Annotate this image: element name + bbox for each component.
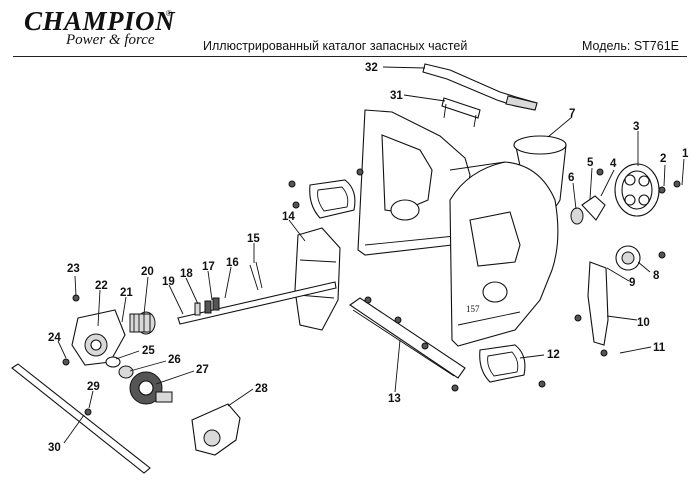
callout-29: 29 xyxy=(87,381,100,393)
callout-4: 4 xyxy=(610,158,617,170)
callout-11: 11 xyxy=(653,342,666,354)
callout-3: 3 xyxy=(633,121,639,133)
bolt-group xyxy=(62,168,681,416)
part-20-worm xyxy=(129,311,156,335)
page-header: CHAMPION ® Power & force Иллюстрированны… xyxy=(0,0,700,57)
callout-7: 7 xyxy=(569,108,575,120)
part-28-gearbox-cover xyxy=(191,403,241,456)
callout-21: 21 xyxy=(120,287,133,299)
callout-9: 9 xyxy=(629,277,635,289)
part-5-flange xyxy=(581,195,606,221)
part-3-pulley xyxy=(614,163,660,217)
callout-15: 15 xyxy=(247,233,260,245)
callout-25: 25 xyxy=(142,345,155,357)
header-divider xyxy=(13,56,687,57)
callout-10: 10 xyxy=(637,317,650,329)
part-13-scraper-bar xyxy=(349,297,466,379)
housing-mark: 157 xyxy=(466,304,480,314)
callout-31: 31 xyxy=(390,90,403,102)
callout-27: 27 xyxy=(196,364,209,376)
callout-32: 32 xyxy=(365,62,378,74)
part-housing-right-panel xyxy=(449,161,559,347)
part-27-worm-gear xyxy=(129,371,173,405)
callout-5: 5 xyxy=(587,157,594,169)
callout-17: 17 xyxy=(202,261,215,273)
brand-tagline: Power & force xyxy=(66,32,155,48)
brand-logo: CHAMPION xyxy=(24,6,176,36)
brand-registered-mark: ® xyxy=(166,9,172,18)
catalog-title: Иллюстрированный каталог запасных частей xyxy=(203,39,468,53)
part-25-washer xyxy=(105,356,121,368)
callout-22: 22 xyxy=(95,280,108,292)
callout-30: 30 xyxy=(48,442,61,454)
part-31-bracket xyxy=(441,97,481,128)
callout-19: 19 xyxy=(162,276,175,288)
callout-13: 13 xyxy=(388,393,401,405)
callout-8: 8 xyxy=(653,270,660,282)
callout-18: 18 xyxy=(180,268,193,280)
callout-14: 14 xyxy=(282,211,295,223)
callout-labels: 1 2 3 4 5 6 7 8 9 10 11 12 13 14 15 16 1… xyxy=(48,62,689,454)
callout-24: 24 xyxy=(48,332,61,344)
callout-26: 26 xyxy=(168,354,181,366)
part-32-shaft xyxy=(422,63,538,111)
callout-16: 16 xyxy=(226,257,239,269)
callout-23: 23 xyxy=(67,263,80,275)
part-skid-shoe-left xyxy=(309,179,356,219)
callout-20: 20 xyxy=(141,266,154,278)
part-housing-left-panel xyxy=(357,109,471,256)
part-12-skid-shoe xyxy=(479,344,526,383)
part-8-idler-pulley xyxy=(615,245,641,271)
part-26-bearing xyxy=(118,365,134,379)
callout-28: 28 xyxy=(255,383,268,395)
part-auger-shaft xyxy=(177,261,337,325)
part-10-idler-bracket xyxy=(587,261,609,346)
callout-2: 2 xyxy=(660,153,666,165)
model-label: Модель: ST761E xyxy=(582,39,679,53)
callout-6: 6 xyxy=(568,172,574,184)
leader-lines xyxy=(57,66,685,444)
part-14-impeller xyxy=(294,227,341,331)
part-6-bearing xyxy=(570,207,584,225)
callout-1: 1 xyxy=(682,148,689,160)
part-22-gear-housing xyxy=(71,309,126,366)
callout-12: 12 xyxy=(547,349,560,361)
